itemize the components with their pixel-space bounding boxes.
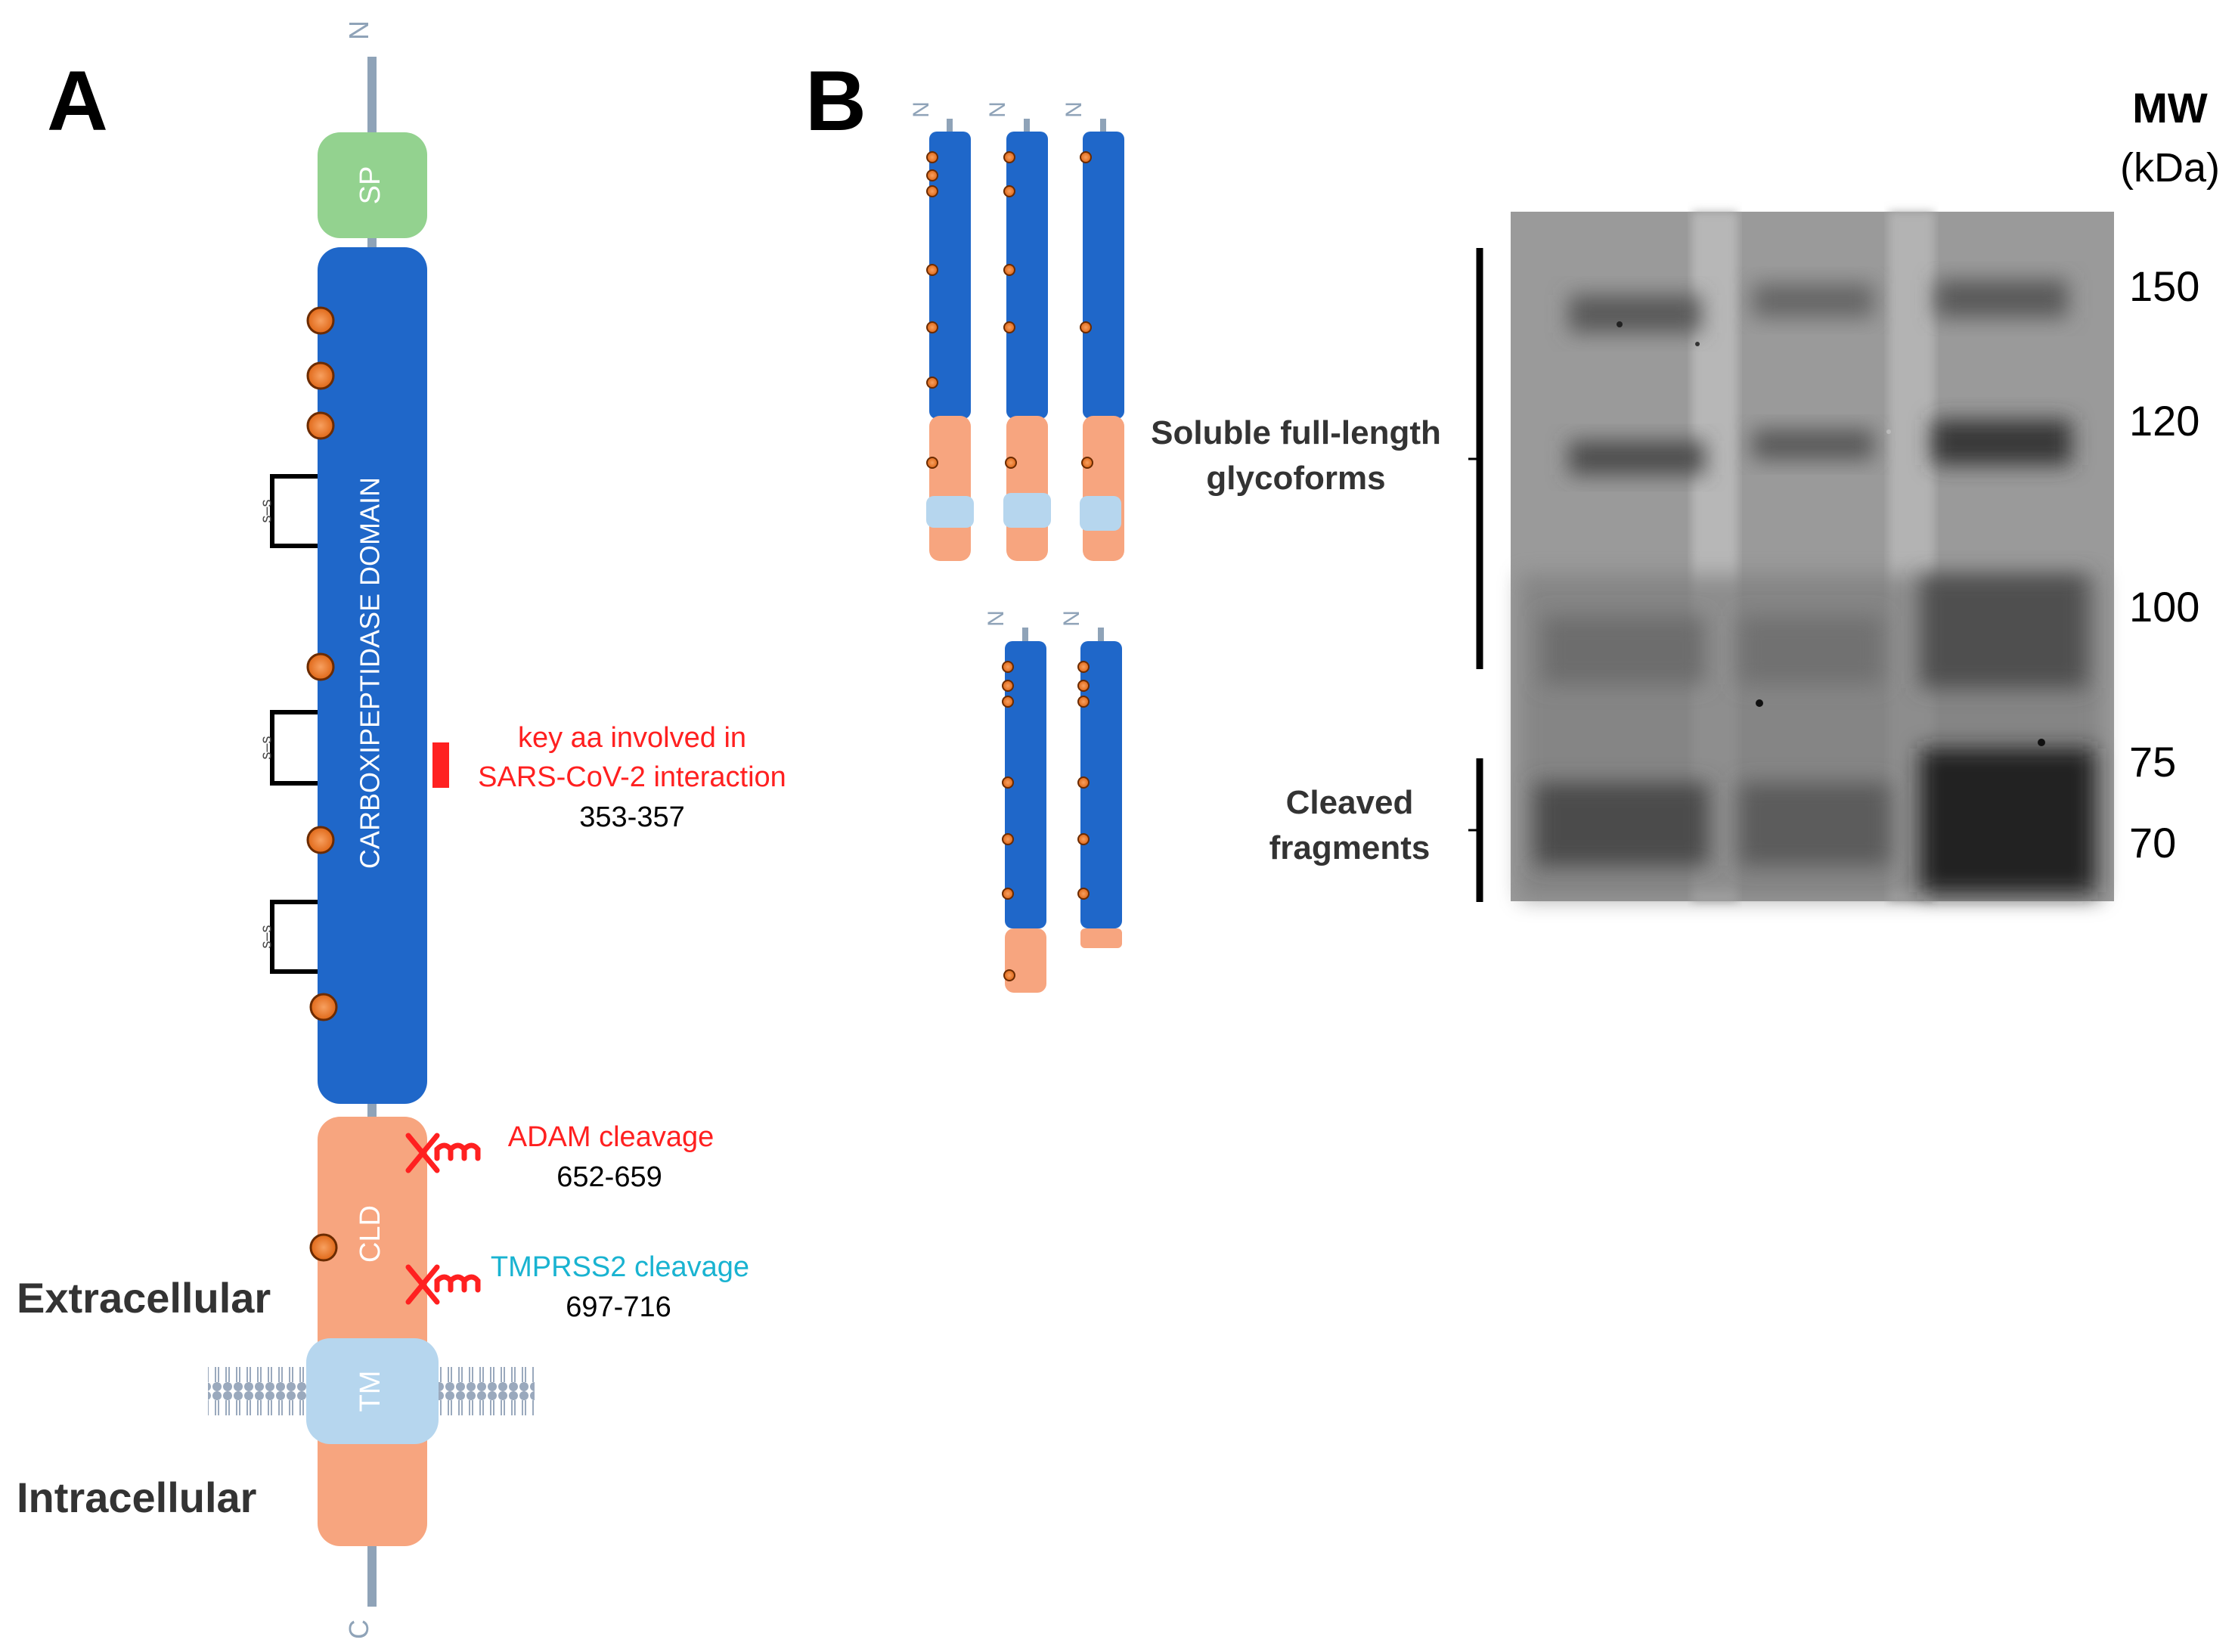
n-terminus-label: N <box>909 101 934 118</box>
carboxypeptidase-domain <box>318 247 427 1104</box>
adam-cleavage-range: 652-659 <box>556 1161 662 1193</box>
key-aa-line2: SARS-CoV-2 interaction <box>478 761 786 793</box>
glycan-icon <box>306 411 335 440</box>
intracellular-label: Intracellular <box>17 1474 256 1521</box>
fragment-schematic-1: N <box>984 610 1046 993</box>
glycan-icon <box>309 993 338 1021</box>
soluble-glycoforms-line1: Soluble full-length <box>1151 414 1441 451</box>
disulfide-bridge <box>270 710 318 786</box>
soluble-bracket <box>1468 248 1483 669</box>
glycan-icon <box>309 1233 338 1262</box>
blot-band <box>1920 575 2087 688</box>
disulfide-bridges <box>270 474 318 974</box>
panel-b-label: B <box>805 54 866 148</box>
disulfide-label: s–s <box>258 499 274 522</box>
mw-marker-70: 70 <box>2129 819 2176 866</box>
adam-scissors-icon <box>405 1133 481 1173</box>
cleaved-fragments-line1: Cleaved <box>1286 784 1414 821</box>
key-aa-range: 353-357 <box>579 801 684 833</box>
cleaved-bracket <box>1468 758 1483 902</box>
n-terminus-label: N <box>984 610 1009 627</box>
mw-unit: (kDa) <box>2120 145 2220 191</box>
cleaved-fragments-line2: fragments <box>1269 829 1431 866</box>
blot-band <box>1569 295 1701 333</box>
transmembrane-domain <box>306 1338 439 1444</box>
glycoform-schematic-2: N <box>985 101 1051 561</box>
key-aa-line1: key aa involved in <box>518 722 746 754</box>
n-terminus-label: N <box>985 101 1010 118</box>
n-terminus-label: N <box>1059 610 1084 627</box>
mw-marker-120: 120 <box>2129 397 2199 445</box>
blot-band <box>1753 284 1874 318</box>
blot-band <box>1936 280 2068 318</box>
mw-marker-75: 75 <box>2129 738 2176 786</box>
tmprss2-cleavage-range: 697-716 <box>566 1291 671 1323</box>
disulfide-label: s–s <box>258 925 274 948</box>
blot-band <box>1739 783 1890 866</box>
key-aa-marker <box>432 742 449 788</box>
n-terminus-label: N <box>1062 101 1087 118</box>
cld-label: CLD <box>355 1205 386 1263</box>
glycan-icon <box>306 826 335 854</box>
mw-marker-150: 150 <box>2129 262 2199 310</box>
panel-b: B N N N <box>805 54 2220 993</box>
tmprss2-scissors-icon <box>405 1264 481 1305</box>
sp-label: SP <box>355 166 386 205</box>
soluble-glycoforms-line2: glycoforms <box>1206 460 1385 497</box>
glycan-icon <box>306 306 335 335</box>
glycoform-schematic-3: N <box>1062 101 1124 561</box>
glycoform-schematic-1: N <box>909 101 974 561</box>
signal-peptide-domain <box>318 132 427 238</box>
blot-band <box>1920 749 2094 892</box>
disulfide-bridge <box>270 900 318 974</box>
disulfide-bridge <box>270 474 318 548</box>
mw-label: MW <box>2132 84 2208 132</box>
blot-band <box>1569 441 1705 475</box>
glycosylation-sites <box>306 306 338 1262</box>
western-blot-image <box>1511 212 2114 901</box>
mw-markers: 150 120 100 75 70 <box>2129 262 2199 866</box>
blot-band <box>1542 616 1705 684</box>
panel-a-label: A <box>47 54 108 148</box>
n-terminus-label: N <box>343 20 374 40</box>
mw-marker-100: 100 <box>2129 583 2199 631</box>
adam-cleavage-label: ADAM cleavage <box>508 1121 714 1153</box>
collectrin-like-domain <box>318 1117 427 1546</box>
disulfide-label: s–s <box>258 736 274 759</box>
extracellular-label: Extracellular <box>17 1274 271 1322</box>
glycan-icon <box>306 361 335 390</box>
carboxypeptidase-label: CARBOXIPEPTIDASE DOMAIN <box>355 477 386 869</box>
blot-band <box>1753 429 1874 460</box>
tmprss2-cleavage-label: TMPRSS2 cleavage <box>491 1251 749 1283</box>
glycan-icon <box>306 652 335 681</box>
blot-band <box>1932 420 2072 465</box>
blot-band <box>1535 783 1709 866</box>
panel-a: A N C SP CARBOXIPEPTIDASE DOMAIN CLD TM <box>17 20 786 1639</box>
tm-label: TM <box>355 1371 386 1412</box>
blot-band <box>1739 616 1883 684</box>
fragment-schematic-2: N <box>1059 610 1122 948</box>
c-terminus-label: C <box>343 1619 374 1639</box>
